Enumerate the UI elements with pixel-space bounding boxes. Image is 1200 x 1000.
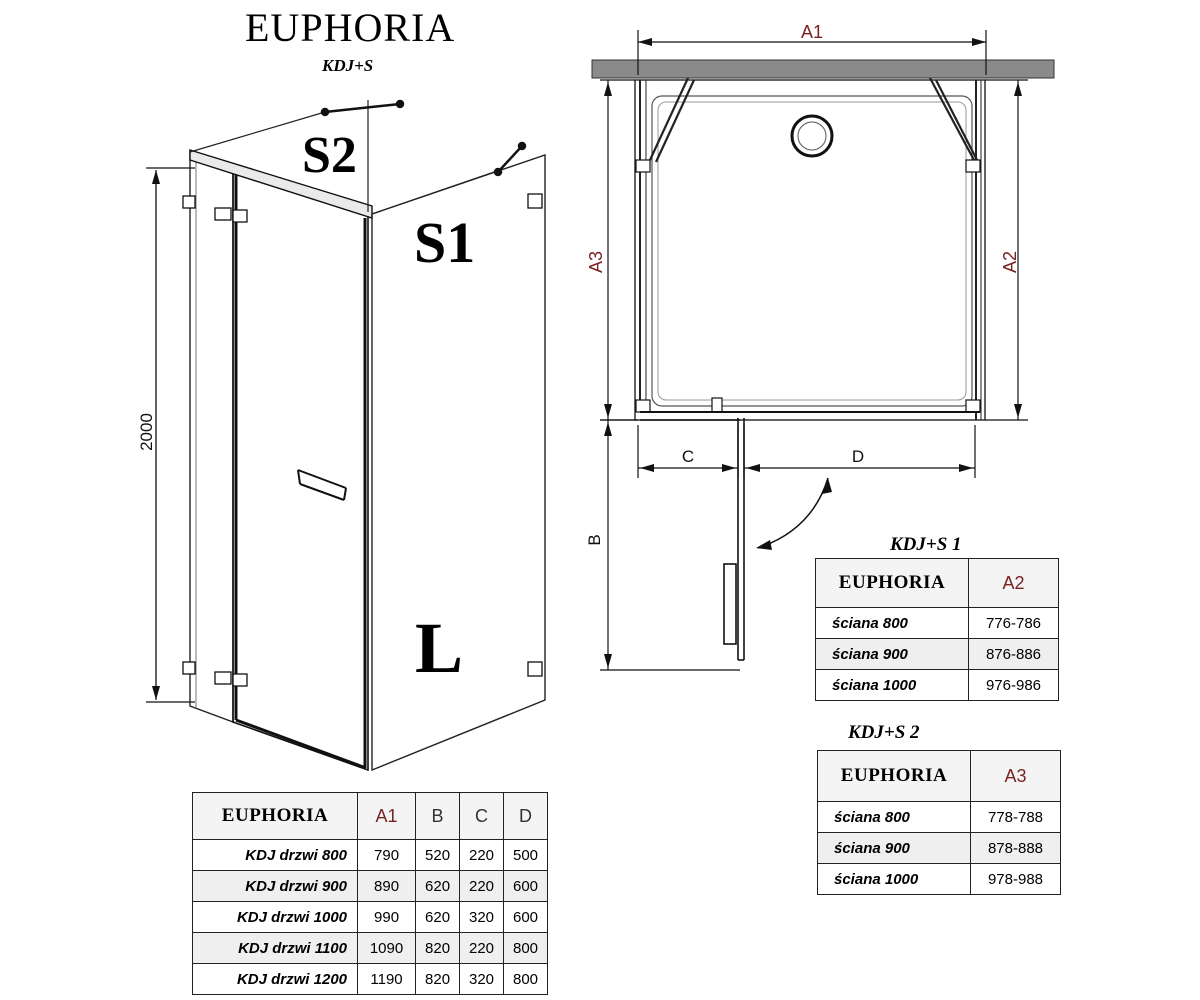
table-row: ściana 1000 978-988 [817, 863, 1061, 895]
cell-c: 220 [459, 932, 504, 964]
table-header: EUPHORIA [815, 558, 969, 608]
table-header: A1 [356, 792, 417, 840]
wall-brace-s2 [320, 99, 405, 117]
table-row: ściana 900 878-888 [817, 832, 1061, 864]
cell-a2: 976-986 [968, 669, 1059, 701]
plan-view: A1 A3 [585, 22, 1055, 671]
s2-table-caption: KDJ+S 2 [848, 722, 920, 743]
dimension-b [600, 419, 740, 671]
table-header-row: EUPHORIA A3 [817, 750, 1061, 802]
table-header: D [503, 792, 548, 840]
cell-a1: 790 [356, 839, 417, 871]
row-label: ściana 1000 [815, 669, 969, 701]
table-header: A3 [970, 750, 1061, 802]
dim-label-a1: A1 [801, 22, 823, 42]
row-label: ściana 800 [817, 801, 971, 833]
table-header: EUPHORIA [817, 750, 971, 802]
cell-a2: 876-886 [968, 638, 1059, 670]
table-row: KDJ drzwi 1100 1090 820 220 800 [192, 932, 548, 964]
table-header-row: EUPHORIA A2 [815, 558, 1059, 608]
table-row: ściana 800 776-786 [815, 607, 1059, 639]
dimension-a1 [637, 30, 987, 75]
main-dimensions-table: EUPHORIA A1 B C D KDJ drzwi 800 790 520 … [192, 792, 548, 995]
row-label: KDJ drzwi 1000 [192, 901, 358, 933]
plan-braces [649, 77, 979, 163]
swing-arrow [757, 477, 829, 549]
cell-c: 220 [459, 870, 504, 902]
cell-c: 220 [459, 839, 504, 871]
door-handle [297, 469, 347, 501]
door-panel [232, 166, 369, 772]
table-row: ściana 1000 976-986 [815, 669, 1059, 701]
product-subtitle: KDJ+S [322, 56, 374, 75]
cell-d: 800 [503, 963, 548, 995]
cell-a3: 978-988 [970, 863, 1061, 895]
dim-label-a3: A3 [586, 251, 606, 273]
row-label: KDJ drzwi 1200 [192, 963, 358, 995]
cell-b: 620 [415, 870, 461, 902]
height-label: 2000 [137, 413, 156, 451]
cell-c: 320 [459, 901, 504, 933]
row-label: ściana 800 [815, 607, 969, 639]
s1-wall-table: EUPHORIA A2 ściana 800 776-786 ściana 90… [815, 558, 1059, 701]
shower-tray [651, 95, 973, 407]
table-row: KDJ drzwi 1200 1190 820 320 800 [192, 963, 548, 995]
cell-a2: 776-786 [968, 607, 1059, 639]
cell-b: 620 [415, 901, 461, 933]
cell-a3: 878-888 [970, 832, 1061, 864]
row-label: ściana 900 [815, 638, 969, 670]
wall-strip [591, 59, 1055, 79]
table-header: B [415, 792, 461, 840]
door-open-position [723, 418, 745, 661]
cell-c: 320 [459, 963, 504, 995]
dimension-a2 [985, 79, 1028, 421]
s2-wall-table: EUPHORIA A3 ściana 800 778-788 ściana 90… [817, 750, 1061, 895]
dim-label-c: C [682, 447, 694, 466]
dim-label-b: B [585, 534, 604, 545]
table-row: KDJ drzwi 800 790 520 220 500 [192, 839, 548, 871]
side-label: L [415, 608, 463, 688]
table-row: KDJ drzwi 1000 990 620 320 600 [192, 901, 548, 933]
cell-d: 600 [503, 870, 548, 902]
dimension-c-d [637, 425, 976, 478]
row-label: KDJ drzwi 800 [192, 839, 358, 871]
cell-b: 520 [415, 839, 461, 871]
cell-d: 500 [503, 839, 548, 871]
perspective-drawing: 2000 S2 S1 L [137, 99, 546, 772]
height-dimension [146, 167, 195, 703]
cell-b: 820 [415, 932, 461, 964]
wall-label-s1: S1 [414, 210, 475, 275]
row-label: ściana 900 [817, 832, 971, 864]
enclosure-outline [634, 79, 986, 421]
table-row: KDJ drzwi 900 890 620 220 600 [192, 870, 548, 902]
dimension-a3 [600, 79, 638, 421]
s1-table-caption: KDJ+S 1 [890, 534, 962, 555]
row-label: KDJ drzwi 1100 [192, 932, 358, 964]
drain-icon [790, 114, 834, 158]
cell-a3: 778-788 [970, 801, 1061, 833]
cell-d: 600 [503, 901, 548, 933]
dim-label-d: D [852, 447, 864, 466]
table-header: EUPHORIA [192, 792, 358, 840]
cell-d: 800 [503, 932, 548, 964]
row-label: KDJ drzwi 900 [192, 870, 358, 902]
cell-a1: 1190 [356, 963, 417, 995]
dim-label-a2: A2 [1000, 251, 1020, 273]
cell-a1: 990 [356, 901, 417, 933]
cell-a1: 890 [356, 870, 417, 902]
wall-brace-s1 [493, 141, 527, 177]
product-title: EUPHORIA [245, 5, 456, 50]
wall-label-s2: S2 [302, 127, 357, 184]
table-row: ściana 800 778-788 [817, 801, 1061, 833]
table-row: ściana 900 876-886 [815, 638, 1059, 670]
cell-a1: 1090 [356, 932, 417, 964]
hinges [182, 193, 543, 687]
table-header: C [459, 792, 504, 840]
cell-b: 820 [415, 963, 461, 995]
table-header: A2 [968, 558, 1059, 608]
row-label: ściana 1000 [817, 863, 971, 895]
table-header-row: EUPHORIA A1 B C D [192, 792, 548, 840]
